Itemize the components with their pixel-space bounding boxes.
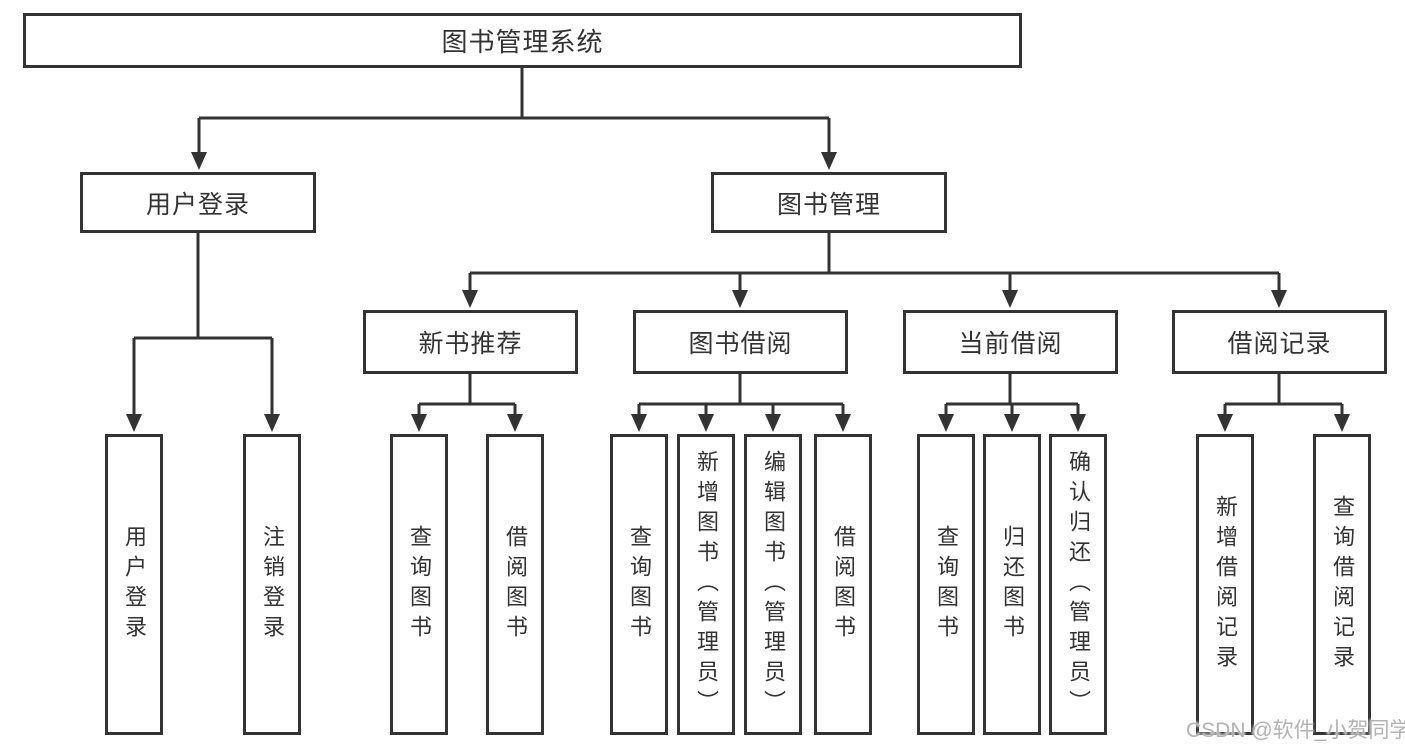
arrowhead bbox=[507, 414, 523, 432]
node-label: 借阅记录 bbox=[1227, 330, 1332, 358]
node-label: 新增借阅记录 bbox=[1213, 494, 1238, 675]
node-label: 图书管理 bbox=[776, 190, 881, 219]
arrowhead bbox=[821, 152, 837, 170]
leaf-borrow-add-books-admin: 新增图书（管理员） bbox=[677, 434, 735, 735]
node-label: 当前借阅 bbox=[958, 330, 1063, 358]
node-label: 查询图书 bbox=[934, 524, 959, 645]
arrowhead bbox=[264, 414, 280, 432]
node-label: 新增图书（管理员） bbox=[694, 449, 719, 720]
leaf-borrow-edit-books-admin: 编辑图书（管理员） bbox=[744, 434, 802, 735]
node-label: 确认归还（管理员） bbox=[1066, 449, 1091, 720]
edge-root-trunk bbox=[197, 68, 831, 152]
leaf-current-return-books: 归还图书 bbox=[983, 434, 1041, 735]
arrowhead bbox=[462, 290, 478, 308]
arrowhead bbox=[1070, 414, 1086, 432]
node-label: 用户登录 bbox=[145, 190, 250, 219]
node-current-borrow: 当前借阅 bbox=[903, 310, 1118, 374]
node-label: 用户登录 bbox=[122, 524, 147, 645]
node-label: 查询借阅记录 bbox=[1330, 494, 1355, 675]
csdn-watermark: CSDN @软件_小贺同学 bbox=[1186, 719, 1405, 742]
node-label: 图书借阅 bbox=[688, 330, 793, 358]
arrowhead bbox=[835, 414, 851, 432]
edge-book-management bbox=[468, 233, 1281, 290]
node-label: 图书管理系统 bbox=[441, 27, 604, 57]
node-new-book-recommend: 新书推荐 bbox=[363, 310, 578, 374]
node-label: 注销登录 bbox=[260, 524, 285, 645]
arrowhead bbox=[765, 414, 781, 432]
arrowhead bbox=[1334, 414, 1350, 432]
leaf-current-query-books: 查询图书 bbox=[917, 434, 975, 735]
node-book-borrow: 图书借阅 bbox=[633, 310, 848, 374]
node-book-management: 图书管理 bbox=[711, 172, 947, 233]
node-label: 借阅图书 bbox=[831, 524, 856, 645]
node-label: 归还图书 bbox=[1000, 524, 1025, 645]
leaf-borrow-borrow-books: 借阅图书 bbox=[814, 434, 872, 735]
edge-user-login bbox=[132, 233, 274, 414]
arrowhead bbox=[1004, 414, 1020, 432]
arrowhead bbox=[631, 414, 647, 432]
node-borrow-records: 借阅记录 bbox=[1172, 310, 1387, 374]
arrowhead bbox=[938, 414, 954, 432]
arrowhead bbox=[126, 414, 142, 432]
leaf-logout: 注销登录 bbox=[243, 434, 301, 735]
arrowhead bbox=[191, 152, 207, 170]
leaf-newbooks-borrow-books: 借阅图书 bbox=[486, 434, 544, 735]
node-label: 新书推荐 bbox=[418, 330, 523, 358]
edge-book-borrow bbox=[637, 374, 845, 414]
edge-borrow-records bbox=[1223, 374, 1344, 414]
leaf-user-login: 用户登录 bbox=[105, 434, 163, 735]
leaf-newbooks-query-books: 查询图书 bbox=[390, 434, 448, 735]
arrowhead bbox=[732, 290, 748, 308]
leaf-records-add-record: 新增借阅记录 bbox=[1196, 434, 1254, 735]
leaf-current-confirm-return-admin: 确认归还（管理员） bbox=[1049, 434, 1107, 735]
edge-current-borrow bbox=[944, 374, 1080, 414]
node-label: 借阅图书 bbox=[503, 524, 528, 645]
node-label: 查询图书 bbox=[627, 524, 652, 645]
arrowhead bbox=[411, 414, 427, 432]
node-user-login: 用户登录 bbox=[80, 172, 316, 233]
node-label: 编辑图书（管理员） bbox=[761, 449, 786, 720]
arrowhead bbox=[698, 414, 714, 432]
leaf-records-query-record: 查询借阅记录 bbox=[1313, 434, 1371, 735]
arrowhead bbox=[1271, 290, 1287, 308]
edge-new-book-recommend bbox=[417, 374, 517, 414]
node-root-system: 图书管理系统 bbox=[23, 13, 1022, 68]
arrowhead bbox=[1002, 290, 1018, 308]
node-label: 查询图书 bbox=[407, 524, 432, 645]
arrowhead bbox=[1217, 414, 1233, 432]
leaf-borrow-query-books: 查询图书 bbox=[610, 434, 668, 735]
